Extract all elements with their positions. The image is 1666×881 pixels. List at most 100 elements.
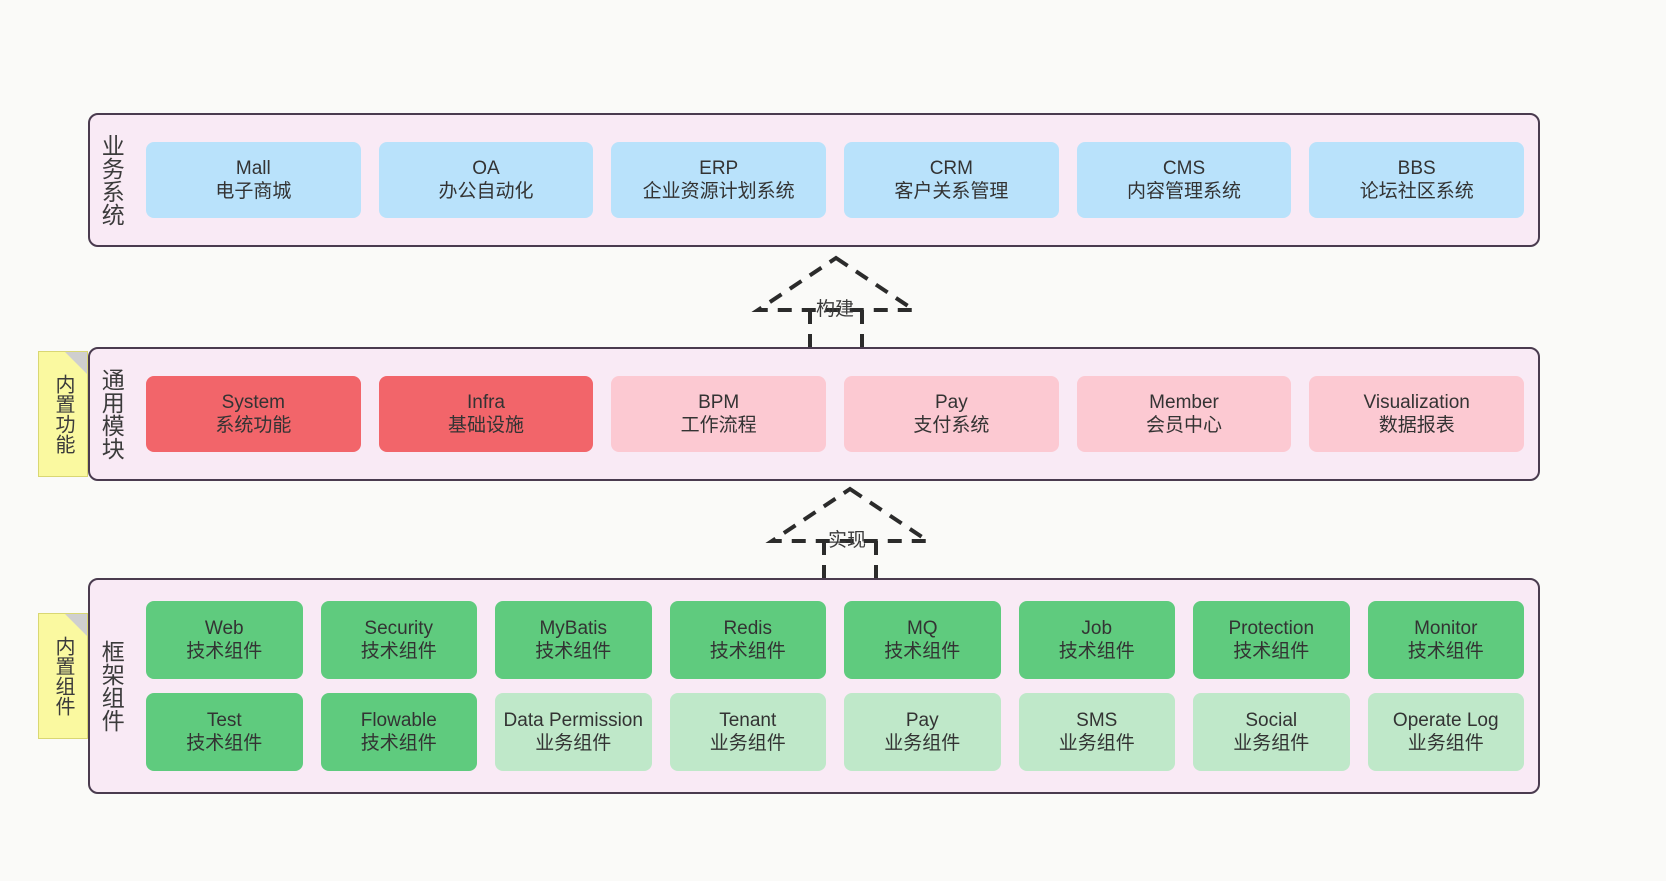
card-subtitle: 数据报表 xyxy=(1378,415,1455,436)
layer-common-module: 通用模块 System 系统功能 Infra 基础设施 BPM 工作流程 Pay… xyxy=(88,347,1540,481)
business-card-row: Mall 电子商城 OA 办公自动化 ERP 企业资源计划系统 CRM 客户关系… xyxy=(146,142,1525,218)
card-subtitle: 论坛社区系统 xyxy=(1359,181,1474,202)
connector-build-label: 构建 xyxy=(816,299,855,320)
card-subtitle: 支付系统 xyxy=(913,415,990,436)
card-infra[interactable]: Infra 基础设施 xyxy=(378,376,594,452)
layer-common-body: System 系统功能 Infra 基础设施 BPM 工作流程 Pay 支付系统… xyxy=(132,349,1538,479)
card-subtitle: 技术组件 xyxy=(360,733,437,754)
card-bbs[interactable]: BBS 论坛社区系统 xyxy=(1309,142,1525,218)
card-subtitle: 工作流程 xyxy=(680,415,757,436)
card-subtitle: 内容管理系统 xyxy=(1127,181,1242,202)
connector-implement-label: 实现 xyxy=(828,530,867,551)
card-subtitle: 客户关系管理 xyxy=(894,181,1009,202)
card-title: OA xyxy=(472,157,500,179)
framework-card-row-2: Test 技术组件 Flowable 技术组件 Data Permission … xyxy=(146,693,1524,771)
card-subtitle: 业务组件 xyxy=(1058,733,1135,754)
card-mall[interactable]: Mall 电子商城 xyxy=(146,142,361,218)
card-pay-component[interactable]: Pay 业务组件 xyxy=(844,693,1001,771)
card-pay-module[interactable]: Pay 支付系统 xyxy=(844,376,1059,452)
card-subtitle: 企业资源计划系统 xyxy=(642,181,795,202)
card-social[interactable]: Social 业务组件 xyxy=(1193,693,1350,771)
card-redis[interactable]: Redis 技术组件 xyxy=(669,601,826,679)
card-subtitle: 技术组件 xyxy=(709,641,786,662)
note-label: 内置功能 xyxy=(52,374,74,454)
card-tenant[interactable]: Tenant 业务组件 xyxy=(669,693,826,771)
card-title: BBS xyxy=(1397,157,1436,179)
card-subtitle: 业务组件 xyxy=(1233,733,1310,754)
connector-build: 构建 xyxy=(748,252,924,348)
card-web[interactable]: Web 技术组件 xyxy=(146,601,303,679)
card-title: Protection xyxy=(1228,617,1315,639)
card-title: CMS xyxy=(1162,157,1206,179)
card-title: Flowable xyxy=(360,709,437,731)
connector-implement: 实现 xyxy=(762,483,938,579)
card-subtitle: 技术组件 xyxy=(535,641,612,662)
card-oa[interactable]: OA 办公自动化 xyxy=(378,142,594,218)
card-sms[interactable]: SMS 业务组件 xyxy=(1018,693,1175,771)
common-card-row: System 系统功能 Infra 基础设施 BPM 工作流程 Pay 支付系统… xyxy=(146,376,1525,452)
card-title: Data Permission xyxy=(503,709,643,731)
card-title: Member xyxy=(1149,391,1219,413)
card-subtitle: 技术组件 xyxy=(186,733,263,754)
card-subtitle: 业务组件 xyxy=(1407,733,1484,754)
card-title: MQ xyxy=(906,617,938,639)
card-subtitle: 业务组件 xyxy=(709,733,786,754)
card-title: Social xyxy=(1245,709,1298,731)
layer-business-label: 业务系统 xyxy=(98,134,125,226)
card-title: SMS xyxy=(1076,709,1118,731)
card-title: Job xyxy=(1081,617,1113,639)
framework-card-row-1: Web 技术组件 Security 技术组件 MyBatis 技术组件 Redi… xyxy=(146,601,1524,679)
layer-common-label: 通用模块 xyxy=(98,368,125,460)
card-mq[interactable]: MQ 技术组件 xyxy=(844,601,1001,679)
card-protection[interactable]: Protection 技术组件 xyxy=(1193,601,1350,679)
card-subtitle: 技术组件 xyxy=(360,641,437,662)
layer-framework-label: 框架组件 xyxy=(98,640,125,732)
card-subtitle: 会员中心 xyxy=(1146,415,1223,436)
card-title: MyBatis xyxy=(539,617,608,639)
generalization-arrow-icon xyxy=(751,255,921,348)
card-title: Tenant xyxy=(719,709,777,731)
card-crm[interactable]: CRM 客户关系管理 xyxy=(844,142,1059,218)
note-builtin-component: 内置组件 xyxy=(38,613,88,739)
note-builtin-function: 内置功能 xyxy=(38,351,88,477)
card-test[interactable]: Test 技术组件 xyxy=(146,693,303,771)
card-title: Operate Log xyxy=(1392,709,1499,731)
card-title: Pay xyxy=(934,391,968,413)
card-visualization[interactable]: Visualization 数据报表 xyxy=(1309,376,1525,452)
card-subtitle: 技术组件 xyxy=(186,641,263,662)
card-member[interactable]: Member 会员中心 xyxy=(1076,376,1292,452)
card-monitor[interactable]: Monitor 技术组件 xyxy=(1367,601,1524,679)
note-label: 内置组件 xyxy=(52,636,74,716)
card-system[interactable]: System 系统功能 xyxy=(146,376,361,452)
card-bpm[interactable]: BPM 工作流程 xyxy=(611,376,827,452)
layer-framework-body: Web 技术组件 Security 技术组件 MyBatis 技术组件 Redi… xyxy=(132,580,1538,792)
card-data-permission[interactable]: Data Permission 业务组件 xyxy=(495,693,652,771)
card-subtitle: 技术组件 xyxy=(1058,641,1135,662)
card-title: Monitor xyxy=(1414,617,1478,639)
card-title: Test xyxy=(206,709,242,731)
card-cms[interactable]: CMS 内容管理系统 xyxy=(1076,142,1292,218)
card-subtitle: 电子商城 xyxy=(215,181,292,202)
card-title: Redis xyxy=(723,617,773,639)
card-title: Pay xyxy=(905,709,939,731)
layer-business-system: 业务系统 Mall 电子商城 OA 办公自动化 ERP 企业资源计划系统 CRM… xyxy=(88,113,1540,247)
generalization-arrow-icon xyxy=(765,486,935,579)
card-operate-log[interactable]: Operate Log 业务组件 xyxy=(1367,693,1524,771)
card-mybatis[interactable]: MyBatis 技术组件 xyxy=(495,601,652,679)
card-security[interactable]: Security 技术组件 xyxy=(320,601,477,679)
card-title: Infra xyxy=(466,391,506,413)
card-title: ERP xyxy=(699,157,739,179)
card-flowable[interactable]: Flowable 技术组件 xyxy=(320,693,477,771)
card-job[interactable]: Job 技术组件 xyxy=(1018,601,1175,679)
card-subtitle: 系统功能 xyxy=(215,415,292,436)
card-subtitle: 技术组件 xyxy=(1233,641,1310,662)
card-subtitle: 基础设施 xyxy=(448,415,525,436)
card-erp[interactable]: ERP 企业资源计划系统 xyxy=(611,142,827,218)
card-title: Visualization xyxy=(1363,391,1470,413)
card-title: System xyxy=(221,391,286,413)
card-title: Security xyxy=(364,617,434,639)
card-title: CRM xyxy=(929,157,973,179)
card-subtitle: 业务组件 xyxy=(535,733,612,754)
card-subtitle: 办公自动化 xyxy=(438,181,534,202)
